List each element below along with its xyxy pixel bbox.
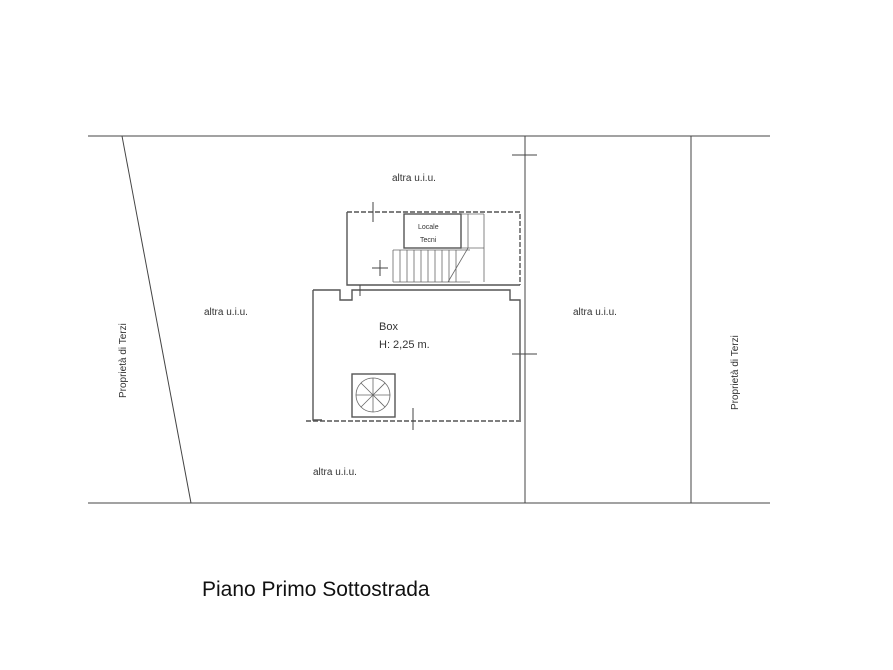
label-locale-1: Locale [418,224,439,231]
label-terzi-left: Proprietà di Terzi [118,323,129,398]
label-altra-right: altra u.i.u. [573,307,617,318]
label-box-height: H: 2,25 m. [379,339,430,351]
label-locale-2: Tecni [420,237,437,244]
box-room [306,285,522,430]
spiral-stair [351,373,396,418]
label-altra-left: altra u.i.u. [204,307,248,318]
label-altra-top: altra u.i.u. [392,173,436,184]
upper-block [346,202,521,286]
label-terzi-right: Proprietà di Terzi [730,335,741,410]
stair-treads [399,250,457,282]
site-outline [88,135,770,504]
drawing-title: Piano Primo Sottostrada [202,578,430,601]
label-box-name: Box [379,321,398,333]
label-altra-bottom: altra u.i.u. [313,467,357,478]
spiral-stair-treads [355,377,391,413]
